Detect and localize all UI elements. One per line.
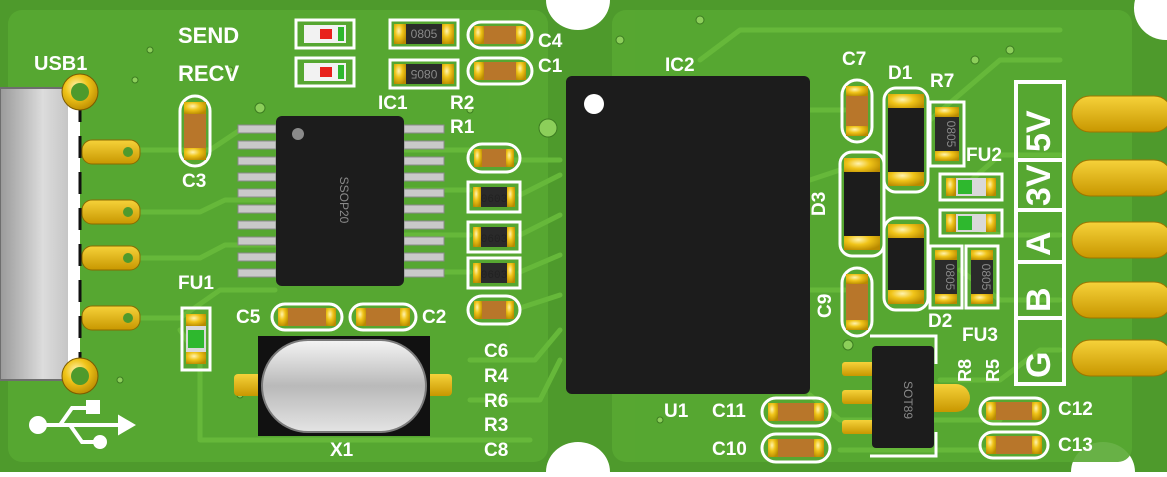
r7-label: R7 <box>930 71 955 92</box>
r1-label: R1 <box>450 117 475 138</box>
pin-5v-label: 5V <box>1020 110 1058 152</box>
d2-label: D2 <box>928 311 953 332</box>
c1-label: C1 <box>538 56 563 77</box>
r2-label: R2 <box>450 93 475 114</box>
resistor-mark-2: 0603 <box>481 234 507 246</box>
d3-label: D3 <box>809 191 830 216</box>
r3-label: R3 <box>484 415 509 436</box>
c2-label: C2 <box>422 307 447 328</box>
r1-package-mark: 0805 <box>410 67 437 81</box>
c4-label: C4 <box>538 31 563 52</box>
r5-label: R5 <box>983 358 1003 382</box>
c9-label: C9 <box>815 293 836 318</box>
fu3-label: FU3 <box>962 325 998 346</box>
resistor-mark-3: 0603 <box>481 270 507 282</box>
fu1-label: FU1 <box>178 273 214 294</box>
ic1-package-mark: SSOP20 <box>337 177 351 224</box>
resistor-mark-1: 0603 <box>481 194 507 206</box>
usb1-label: USB1 <box>34 53 88 75</box>
r2-package-mark: 0805 <box>411 27 438 41</box>
x1-label: X1 <box>330 440 354 461</box>
r8-label: R8 <box>955 358 975 382</box>
ic1-label: IC1 <box>378 93 408 114</box>
pin-g-label: G <box>1020 351 1058 378</box>
r5-package-mark: 0805 <box>979 264 993 291</box>
c5-label: C5 <box>236 307 261 328</box>
pin-b-label: B <box>1020 287 1058 312</box>
send-label: SEND <box>178 23 240 48</box>
r7-package-mark: 0805 <box>944 121 958 148</box>
r8-package-mark: 0805 <box>943 264 957 291</box>
pin-3v-label: 3V <box>1020 164 1058 206</box>
c11-label: C11 <box>712 401 746 422</box>
c6-label: C6 <box>484 341 509 362</box>
c7-label: C7 <box>842 49 867 70</box>
ic2-label: IC2 <box>665 55 695 76</box>
u1-package-mark: SOT89 <box>901 381 915 419</box>
r4-label: R4 <box>484 366 509 387</box>
pin-a-label: A <box>1020 231 1058 256</box>
c12-label: C12 <box>1058 399 1093 420</box>
usb-logo-icon <box>29 400 136 449</box>
u1-label: U1 <box>664 401 689 422</box>
c3-label: C3 <box>182 171 207 192</box>
r6-label: R6 <box>484 391 509 412</box>
d1-label: D1 <box>888 63 913 84</box>
c8-label: C8 <box>484 440 509 461</box>
recv-label: RECV <box>178 61 240 86</box>
fu2-label: FU2 <box>966 145 1002 166</box>
c13-label: C13 <box>1058 435 1093 456</box>
c10-label: C10 <box>712 439 747 460</box>
